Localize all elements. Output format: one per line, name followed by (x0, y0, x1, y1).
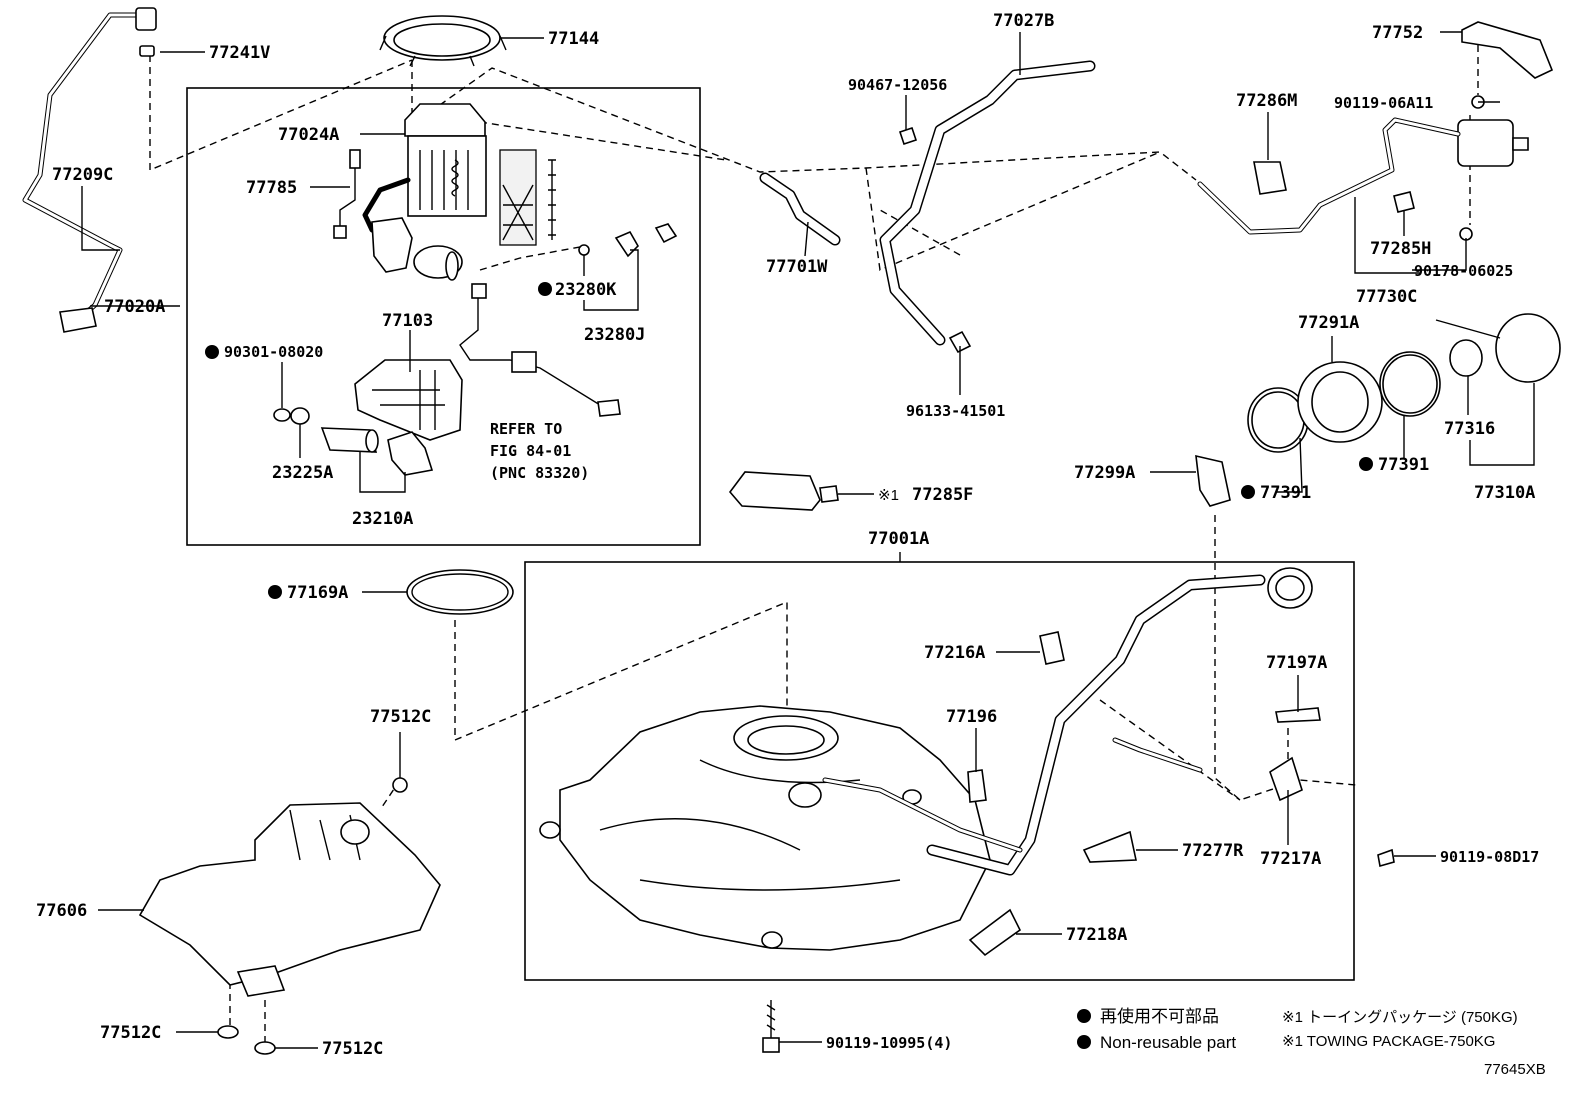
filter-23210a-icon (273, 407, 434, 476)
refer-note-line-1: REFER TO (490, 420, 562, 438)
label-90178-06025[interactable]: 90178-06025 (1414, 262, 1513, 280)
label-90119-10995[interactable]: 90119-10995(4) (826, 1034, 952, 1052)
fuel-tank-77001a-icon (539, 705, 991, 951)
label-77285f[interactable]: 77285F (912, 485, 973, 505)
diagram-code: 77645XB (1484, 1061, 1546, 1078)
filler-pipe-parts-icon (1247, 313, 1561, 453)
refer-note-line-3: (PNC 83320) (490, 464, 589, 482)
label-77701w[interactable]: 77701W (766, 257, 828, 277)
label-77391-b[interactable]: 77391 (1260, 483, 1311, 503)
leader-lines (81, 31, 1535, 1049)
label-77512c-right[interactable]: 77512C (322, 1039, 383, 1059)
protector-77606-icon (138, 777, 441, 1055)
label-90467-12056[interactable]: 90467-12056 (848, 76, 947, 94)
label-77299a[interactable]: 77299A (1074, 463, 1135, 483)
gasket-inner-icon (411, 573, 509, 611)
label-77512c-left[interactable]: 77512C (100, 1023, 161, 1043)
label-23210a[interactable]: 23210A (352, 509, 413, 529)
bracket-77752-icon (1461, 21, 1554, 79)
label-77285h[interactable]: 77285H (1370, 239, 1431, 259)
fuel-pump-module-77024a-icon (404, 103, 556, 246)
regulator-23280-icon (578, 223, 678, 258)
label-23280k[interactable]: 23280K (555, 280, 617, 300)
label-77196[interactable]: 77196 (946, 707, 997, 727)
legend-en-nonreusable: Non-reusable part (1100, 1033, 1236, 1052)
sender-bracket-77103-icon (354, 283, 621, 441)
label-77391-a[interactable]: 77391 (1378, 455, 1429, 475)
label-77512c-top[interactable]: 77512C (370, 707, 431, 727)
legend-jp-nonreusable: 再使用不可部品 (1100, 1006, 1219, 1026)
label-77197a[interactable]: 77197A (1266, 653, 1327, 673)
legend-en-towing: ※1 TOWING PACKAGE-750KG (1282, 1033, 1495, 1050)
label-77785[interactable]: 77785 (246, 178, 297, 198)
hose-77701w-icon (759, 172, 841, 246)
vent-valve-canister-icon (1197, 95, 1529, 241)
label-77316[interactable]: 77316 (1444, 419, 1495, 439)
label-77291a[interactable]: 77291A (1298, 313, 1359, 333)
label-77286m[interactable]: 77286M (1236, 91, 1297, 111)
label-77024a[interactable]: 77024A (278, 125, 339, 145)
label-77218a[interactable]: 77218A (1066, 925, 1127, 945)
label-77752[interactable]: 77752 (1372, 23, 1423, 43)
label-77277r[interactable]: 77277R (1182, 841, 1244, 861)
refer-note-line-2: FIG 84-01 (490, 442, 571, 460)
label-77216a[interactable]: 77216A (924, 643, 985, 663)
label-77730c[interactable]: 77730C (1356, 287, 1417, 307)
retainer-ring-77144-icon (379, 15, 507, 67)
label-77217a[interactable]: 77217A (1260, 849, 1321, 869)
label-77169a[interactable]: 77169A (287, 583, 348, 603)
protector-77285f-icon (728, 471, 839, 511)
filler-pipe-hose-icon (822, 567, 1313, 876)
towing-mark: ※1 (878, 487, 899, 504)
label-23225a[interactable]: 23225A (272, 463, 333, 483)
label-23280j[interactable]: 23280J (584, 325, 645, 345)
label-77020a[interactable]: 77020A (104, 297, 165, 317)
legend-jp-towing: ※1 トーイングパッケージ (750KG) (1282, 1009, 1518, 1026)
bolt-90119-10995-icon (762, 1000, 780, 1053)
label-77103[interactable]: 77103 (382, 311, 433, 331)
label-90119-06a11[interactable]: 90119-06A11 (1334, 94, 1433, 112)
hose-77209c-icon (22, 7, 157, 333)
vent-hose-77027b-icon (879, 60, 1096, 354)
tank-small-parts-icon (967, 631, 1395, 957)
label-77606[interactable]: 77606 (36, 901, 87, 921)
label-77241v[interactable]: 77241V (209, 43, 270, 63)
label-90119-08d17[interactable]: 90119-08D17 (1440, 848, 1539, 866)
pump-motor-icon (362, 177, 463, 281)
label-77144[interactable]: 77144 (548, 29, 599, 49)
bracket-77299a-icon (1195, 454, 1231, 507)
label-90301-08020[interactable]: 90301-08020 (224, 343, 323, 361)
wire-harness-77785-icon (333, 149, 361, 239)
label-77310a[interactable]: 77310A (1474, 483, 1535, 503)
label-77001a[interactable]: 77001A (868, 529, 929, 549)
label-77209c[interactable]: 77209C (52, 165, 113, 185)
fuel-tank-assembly-box (524, 561, 1355, 981)
non-reusable-bullets (205, 282, 1373, 1049)
fuel-pump-assembly-box (186, 87, 701, 546)
label-77027b[interactable]: 77027B (993, 11, 1054, 31)
gasket-77169a-icon (406, 569, 514, 615)
label-96133-41501[interactable]: 96133-41501 (906, 402, 1005, 420)
